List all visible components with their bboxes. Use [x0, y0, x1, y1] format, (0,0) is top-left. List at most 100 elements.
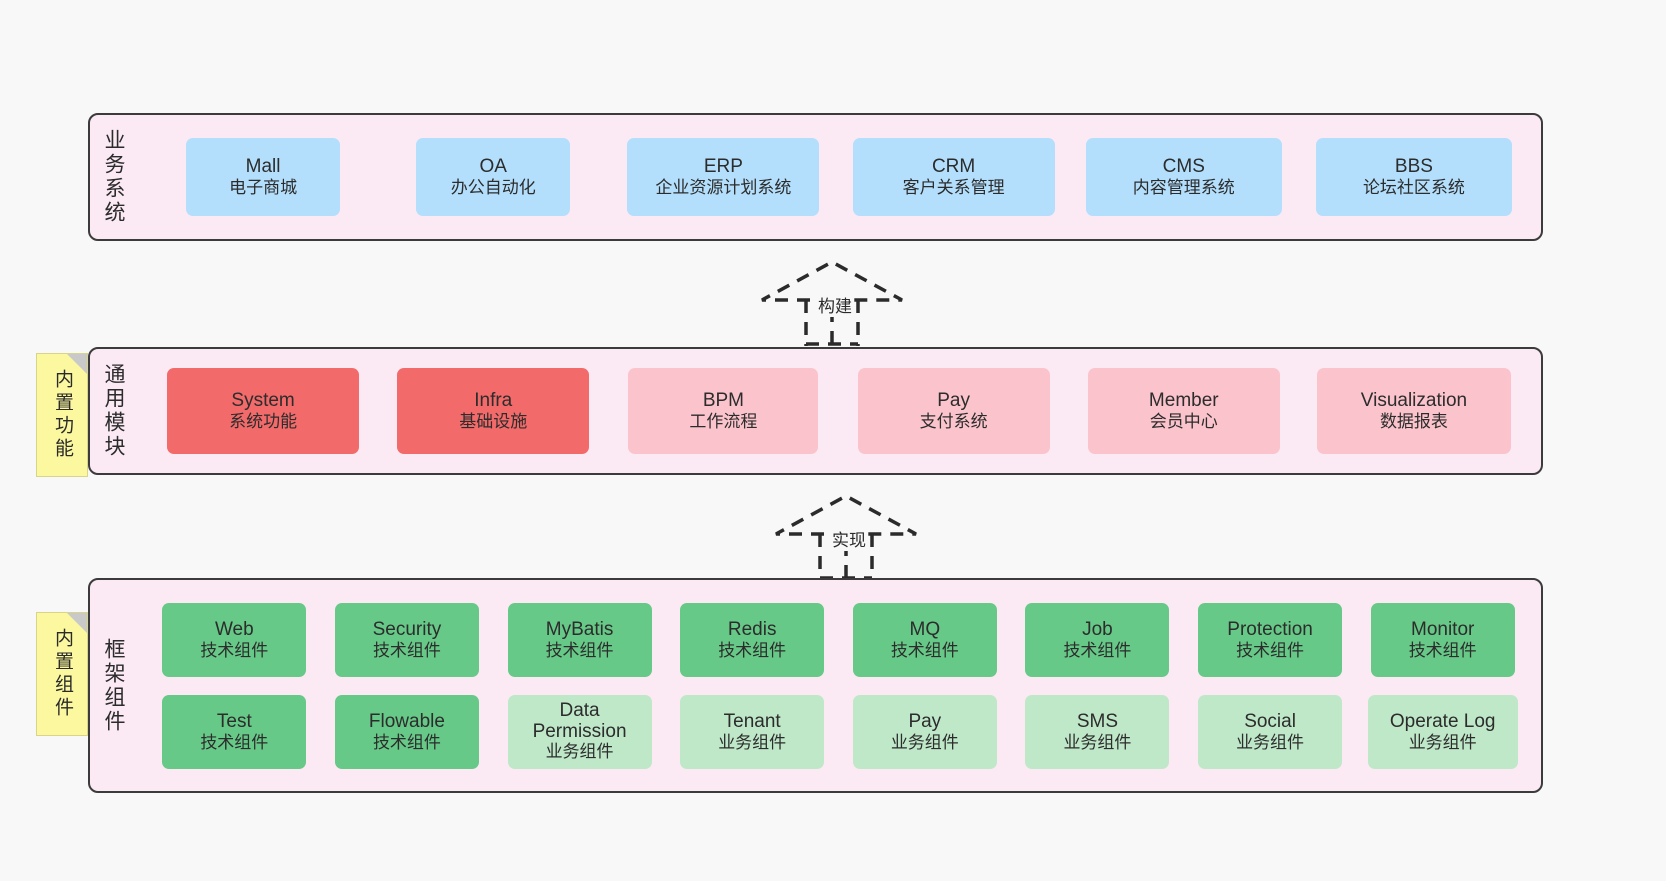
- component-box-cn: 技术组件: [1408, 640, 1477, 660]
- module-cell: Infra 基础设施: [378, 368, 608, 454]
- module-box-en: Visualization: [1360, 390, 1468, 412]
- component-box-cn: 技术组件: [200, 732, 269, 752]
- module-box-cn: 支付系统: [919, 412, 988, 432]
- component-box-tenant[interactable]: Tenant 业务组件: [680, 694, 825, 769]
- component-cell: Security 技术组件: [321, 602, 494, 677]
- component-box-cn: 业务组件: [890, 732, 959, 752]
- layer-business-systems-title: 业务系统: [102, 129, 126, 225]
- component-box-pay[interactable]: Pay 业务组件: [852, 694, 997, 769]
- component-cell: MyBatis 技术组件: [493, 602, 666, 677]
- component-box-flowable[interactable]: Flowable 技术组件: [334, 694, 479, 769]
- component-box-web[interactable]: Web 技术组件: [162, 602, 307, 677]
- component-box-en: MQ: [909, 618, 941, 640]
- component-cell: Protection 技术组件: [1184, 602, 1357, 677]
- module-box-bpm[interactable]: BPM 工作流程: [628, 368, 819, 454]
- business-systems-row: Mall 电子商城 OA 办公自动化 ERP 企业资源计划系统: [148, 138, 1529, 216]
- business-box-en: CRM: [931, 156, 976, 178]
- component-box-cn: 技术组件: [890, 640, 959, 660]
- module-box-visualization[interactable]: Visualization 数据报表: [1316, 368, 1511, 454]
- component-cell: MQ 技术组件: [839, 602, 1012, 677]
- business-box-cn: 客户关系管理: [902, 178, 1005, 198]
- module-cell: Visualization 数据报表: [1299, 368, 1529, 454]
- component-box-cn: 技术组件: [1063, 640, 1132, 660]
- business-box-bbs[interactable]: BBS 论坛社区系统: [1315, 138, 1512, 216]
- component-box-en: Social: [1244, 710, 1296, 732]
- component-cell: SMS 业务组件: [1011, 694, 1184, 769]
- module-box-en: Infra: [474, 390, 513, 412]
- component-box-en: Job: [1082, 618, 1113, 640]
- component-box-job[interactable]: Job 技术组件: [1025, 602, 1170, 677]
- component-box-protection[interactable]: Protection 技术组件: [1198, 602, 1343, 677]
- module-box-en: BPM: [702, 390, 745, 412]
- layer-framework-components-title: 框架组件: [102, 637, 126, 734]
- module-box-infra[interactable]: Infra 基础设施: [397, 368, 590, 454]
- component-box-en: Protection: [1227, 618, 1313, 640]
- module-box-cn: 会员中心: [1149, 412, 1218, 432]
- layer-common-modules-body: System 系统功能 Infra 基础设施 BPM 工作流程: [136, 349, 1541, 473]
- component-cell: Test 技术组件: [148, 694, 321, 769]
- sticky-note-builtin-components: 内置组件: [36, 612, 88, 736]
- component-box-en: Web: [214, 618, 254, 640]
- business-box-en: CMS: [1162, 156, 1205, 178]
- module-box-cn: 基础设施: [459, 412, 528, 432]
- component-cell: Flowable 技术组件: [321, 694, 494, 769]
- component-box-mq[interactable]: MQ 技术组件: [852, 602, 997, 677]
- component-box-en: Security: [372, 618, 442, 640]
- component-box-test[interactable]: Test 技术组件: [162, 694, 307, 769]
- component-box-cn: 技术组件: [1236, 640, 1305, 660]
- business-box-cn: 论坛社区系统: [1362, 178, 1465, 198]
- component-box-en: Pay: [908, 710, 942, 732]
- business-cell: Mall 电子商城: [148, 138, 378, 216]
- connector-implement: 实现: [772, 492, 920, 580]
- component-box-en: Monitor: [1411, 618, 1475, 640]
- module-cell: System 系统功能: [148, 368, 378, 454]
- component-box-cn: 技术组件: [545, 640, 614, 660]
- business-box-erp[interactable]: ERP 企业资源计划系统: [627, 138, 820, 216]
- module-box-pay[interactable]: Pay 支付系统: [857, 368, 1050, 454]
- layer-framework-components: 框架组件 Web 技术组件 Security 技术组件: [88, 578, 1543, 793]
- component-box-operate-log[interactable]: Operate Log 业务组件: [1367, 694, 1518, 769]
- module-cell: BPM 工作流程: [608, 368, 838, 454]
- component-box-en: Data Permission: [532, 700, 627, 743]
- connector-build-glyph: [761, 260, 903, 346]
- component-box-cn: 技术组件: [372, 732, 441, 752]
- component-box-cn: 业务组件: [1063, 732, 1132, 752]
- layer-business-systems: 业务系统 Mall 电子商城 OA 办公自动化 E: [88, 113, 1543, 241]
- business-box-crm[interactable]: CRM 客户关系管理: [852, 138, 1055, 216]
- component-box-data-permission[interactable]: Data Permission 业务组件: [507, 694, 652, 769]
- component-box-en: SMS: [1076, 710, 1119, 732]
- component-cell: Tenant 业务组件: [666, 694, 839, 769]
- module-box-system[interactable]: System 系统功能: [167, 368, 360, 454]
- component-box-cn: 业务组件: [545, 742, 614, 762]
- layer-common-modules-title: 通用模块: [102, 363, 126, 459]
- common-modules-row: System 系统功能 Infra 基础设施 BPM 工作流程: [148, 368, 1529, 454]
- component-box-sms[interactable]: SMS 业务组件: [1025, 694, 1170, 769]
- module-box-cn: 数据报表: [1379, 412, 1448, 432]
- component-box-en: Operate Log: [1389, 710, 1496, 732]
- business-cell: CMS 内容管理系统: [1069, 138, 1299, 216]
- business-box-oa[interactable]: OA 办公自动化: [416, 138, 571, 216]
- component-cell: Operate Log 业务组件: [1356, 694, 1529, 769]
- component-box-redis[interactable]: Redis 技术组件: [680, 602, 825, 677]
- component-box-cn: 业务组件: [718, 732, 787, 752]
- business-box-en: OA: [479, 156, 507, 178]
- component-box-en: Redis: [727, 618, 777, 640]
- component-box-cn: 业务组件: [1408, 732, 1477, 752]
- module-box-member[interactable]: Member 会员中心: [1087, 368, 1280, 454]
- business-box-mall[interactable]: Mall 电子商城: [186, 138, 341, 216]
- connector-build-label: 构建: [816, 292, 854, 317]
- component-cell: Monitor 技术组件: [1356, 602, 1529, 677]
- component-box-mybatis[interactable]: MyBatis 技术组件: [507, 602, 652, 677]
- component-box-cn: 业务组件: [1236, 732, 1305, 752]
- module-box-en: System: [231, 390, 295, 412]
- business-box-en: BBS: [1394, 156, 1433, 178]
- module-cell: Member 会员中心: [1069, 368, 1299, 454]
- component-box-monitor[interactable]: Monitor 技术组件: [1370, 602, 1515, 677]
- module-box-en: Member: [1148, 390, 1219, 412]
- component-box-security[interactable]: Security 技术组件: [334, 602, 479, 677]
- business-box-en: ERP: [703, 156, 743, 178]
- component-box-social[interactable]: Social 业务组件: [1198, 694, 1343, 769]
- component-cell: Web 技术组件: [148, 602, 321, 677]
- business-box-cms[interactable]: CMS 内容管理系统: [1085, 138, 1282, 216]
- business-box-cn: 企业资源计划系统: [655, 178, 792, 198]
